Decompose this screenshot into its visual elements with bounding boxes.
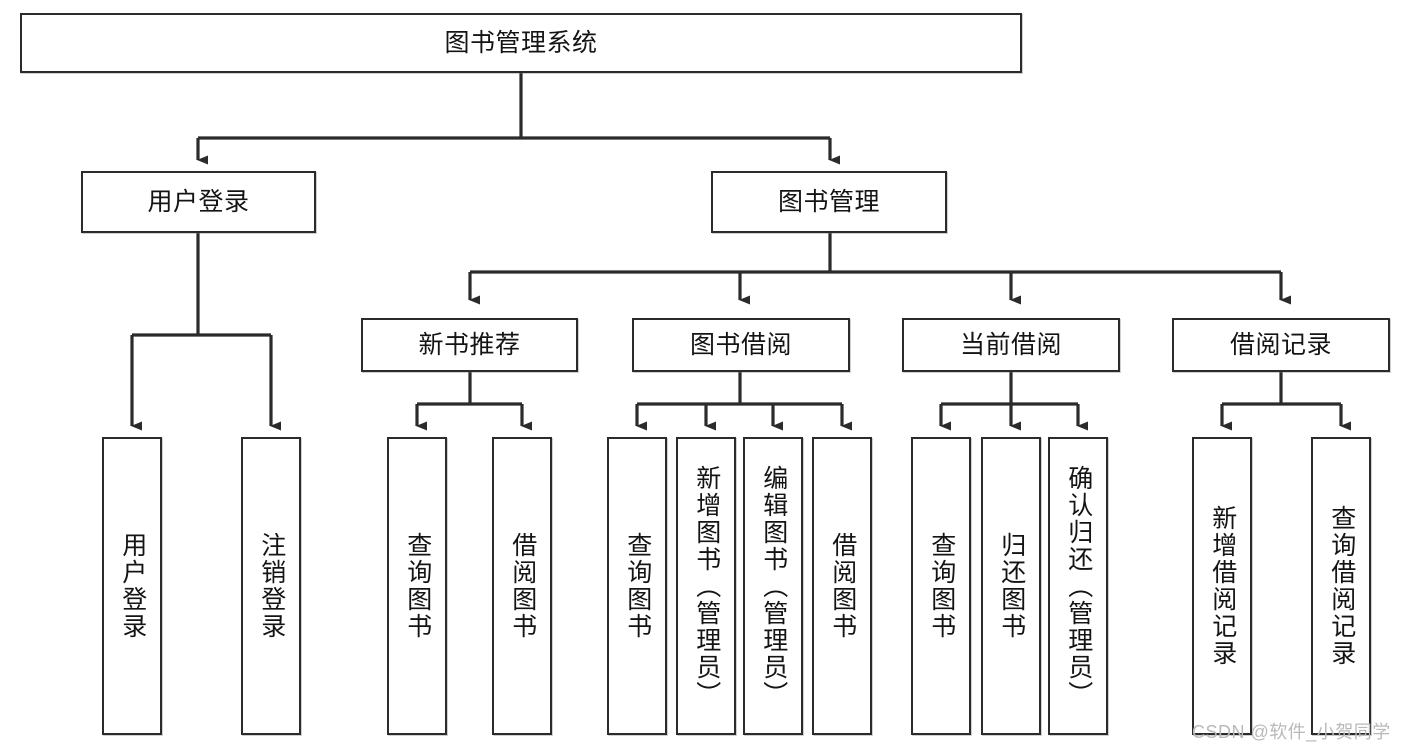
node-label: 借阅记录 bbox=[1229, 330, 1332, 359]
node-label: 借阅图书 bbox=[508, 532, 537, 640]
node-current-borrow[interactable]: 当前借阅 bbox=[902, 318, 1120, 372]
leaf-user-login[interactable]: 用户登录 bbox=[102, 437, 162, 735]
node-book-manage[interactable]: 图书管理 bbox=[711, 171, 947, 233]
node-label: 查询借阅记录 bbox=[1327, 505, 1356, 667]
leaf-borrow-book[interactable]: 借阅图书 bbox=[812, 437, 872, 735]
node-user-login[interactable]: 用户登录 bbox=[81, 171, 316, 233]
leaf-add-book[interactable]: 新增图书（管理员） bbox=[676, 437, 736, 735]
node-label: 查询图书 bbox=[623, 532, 652, 640]
leaf-query-book-borrow[interactable]: 查询图书 bbox=[607, 437, 667, 735]
node-label: 用户登录 bbox=[147, 187, 250, 216]
node-label: 确认归还（管理员） bbox=[1064, 464, 1093, 708]
node-borrow-record[interactable]: 借阅记录 bbox=[1172, 318, 1390, 372]
node-label: 用户登录 bbox=[118, 532, 147, 640]
node-label: 注销登录 bbox=[257, 532, 286, 640]
node-label: 新增借阅记录 bbox=[1208, 505, 1237, 667]
node-book-borrow[interactable]: 图书借阅 bbox=[632, 318, 850, 372]
node-label: 图书借阅 bbox=[689, 330, 792, 359]
leaf-logout-login[interactable]: 注销登录 bbox=[241, 437, 301, 735]
node-root-system[interactable]: 图书管理系统 bbox=[20, 13, 1022, 73]
node-label: 新增图书（管理员） bbox=[692, 464, 721, 708]
node-label: 当前借阅 bbox=[959, 330, 1062, 359]
node-label: 编辑图书（管理员） bbox=[759, 464, 788, 708]
node-label: 查询图书 bbox=[403, 532, 432, 640]
node-label: 新书推荐 bbox=[418, 330, 521, 359]
leaf-add-borrow-record[interactable]: 新增借阅记录 bbox=[1192, 437, 1252, 735]
node-label: 借阅图书 bbox=[828, 532, 857, 640]
node-label: 归还图书 bbox=[997, 532, 1026, 640]
leaf-return-book[interactable]: 归还图书 bbox=[981, 437, 1041, 735]
leaf-query-book-recommend[interactable]: 查询图书 bbox=[387, 437, 447, 735]
node-label: 查询图书 bbox=[927, 532, 956, 640]
leaf-query-book-current[interactable]: 查询图书 bbox=[911, 437, 971, 735]
csdn-watermark: CSDN @软件_小贺同学 bbox=[1192, 722, 1391, 742]
node-label: 图书管理系统 bbox=[444, 28, 598, 57]
leaf-query-borrow-record[interactable]: 查询借阅记录 bbox=[1311, 437, 1371, 735]
leaf-confirm-return[interactable]: 确认归还（管理员） bbox=[1048, 437, 1108, 735]
node-new-book-recommend[interactable]: 新书推荐 bbox=[361, 318, 578, 372]
leaf-borrow-book-recommend[interactable]: 借阅图书 bbox=[492, 437, 552, 735]
node-label: 图书管理 bbox=[777, 187, 880, 216]
leaf-edit-book[interactable]: 编辑图书（管理员） bbox=[743, 437, 803, 735]
